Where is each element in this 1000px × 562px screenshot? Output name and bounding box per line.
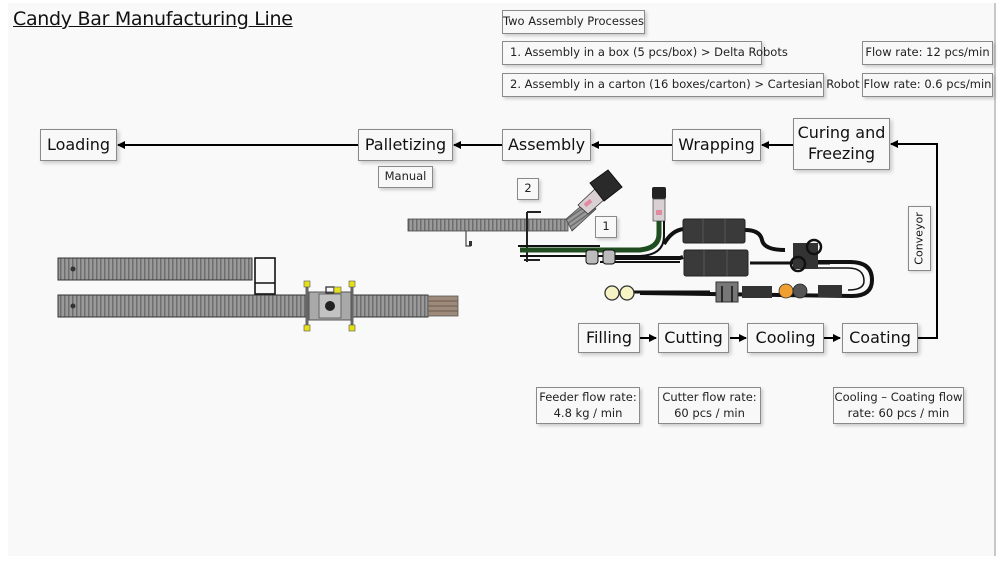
cooling-coating-flow-rate-value: rate: 60 pcs / min — [847, 405, 950, 420]
step-coating: Coating — [842, 323, 918, 353]
yellow-handle — [303, 324, 311, 332]
cutter-flow-rate-value: 60 pcs / min — [674, 405, 745, 420]
step-curing-and-freezing: Curing and Freezing — [793, 118, 890, 170]
feeder-flow-rate-label: Feeder flow rate: — [539, 389, 637, 404]
marker-1: 1 — [595, 216, 617, 238]
palletizing-manual-note: Manual — [378, 166, 433, 188]
feeder-flow-rate-value: 4.8 kg / min — [553, 405, 623, 420]
assembly-process-2-note: 2. Assembly in a carton (16 boxes/carton… — [502, 73, 860, 97]
transfer-frame — [254, 257, 276, 295]
marker-2: 2 — [517, 178, 539, 200]
delta-robot-feeder — [520, 187, 666, 257]
yellow-handle — [348, 324, 356, 332]
loading-conveyor-lower — [57, 294, 459, 318]
coating-rollers — [789, 238, 823, 273]
small-rollers — [585, 249, 616, 265]
page-title: Candy Bar Manufacturing Line — [13, 8, 293, 30]
assembly-header-note: Two Assembly Processes — [502, 10, 645, 34]
palletizing-station — [303, 280, 356, 332]
cooling-tunnel-lower — [683, 249, 749, 277]
cooling-coating-flow-rate-note: Cooling – Coating flow rate: 60 pcs / mi… — [833, 387, 964, 424]
flow-rate-2-note: Flow rate: 0.6 pcs/min — [862, 73, 993, 97]
flow-rate-1-note: Flow rate: 12 pcs/min — [862, 41, 993, 65]
cooling-coating-flow-rate-label: Cooling – Coating flow — [834, 389, 963, 404]
cutter-flow-rate-label: Cutter flow rate: — [662, 389, 757, 404]
assembly-conveyor — [407, 169, 623, 262]
loading-conveyor-upper — [57, 257, 253, 281]
coating-station — [715, 281, 842, 303]
step-cutting: Cutting — [658, 323, 729, 353]
step-loading: Loading — [40, 129, 117, 161]
cutter-flow-rate-note: Cutter flow rate: 60 pcs / min — [658, 387, 761, 424]
step-wrapping: Wrapping — [672, 129, 761, 161]
cooling-tunnel-upper — [682, 218, 746, 244]
assembly-process-1-note: 1. Assembly in a box (5 pcs/box) > Delta… — [502, 41, 788, 65]
conveyor-label-text: Conveyor — [913, 212, 927, 265]
feeder-flow-rate-note: Feeder flow rate: 4.8 kg / min — [536, 387, 640, 424]
conveyor-label: Conveyor — [908, 206, 931, 271]
arrow-coating-to-curing — [890, 140, 938, 339]
orange-ball — [778, 283, 794, 299]
step-assembly: Assembly — [502, 129, 591, 161]
yellow-handle — [348, 280, 356, 288]
step-filling: Filling — [578, 323, 640, 353]
yellow-handle — [303, 280, 311, 288]
step-cooling: Cooling — [747, 323, 824, 353]
step-palletizing: Palletizing — [358, 129, 453, 161]
filling-feeders — [604, 285, 635, 301]
